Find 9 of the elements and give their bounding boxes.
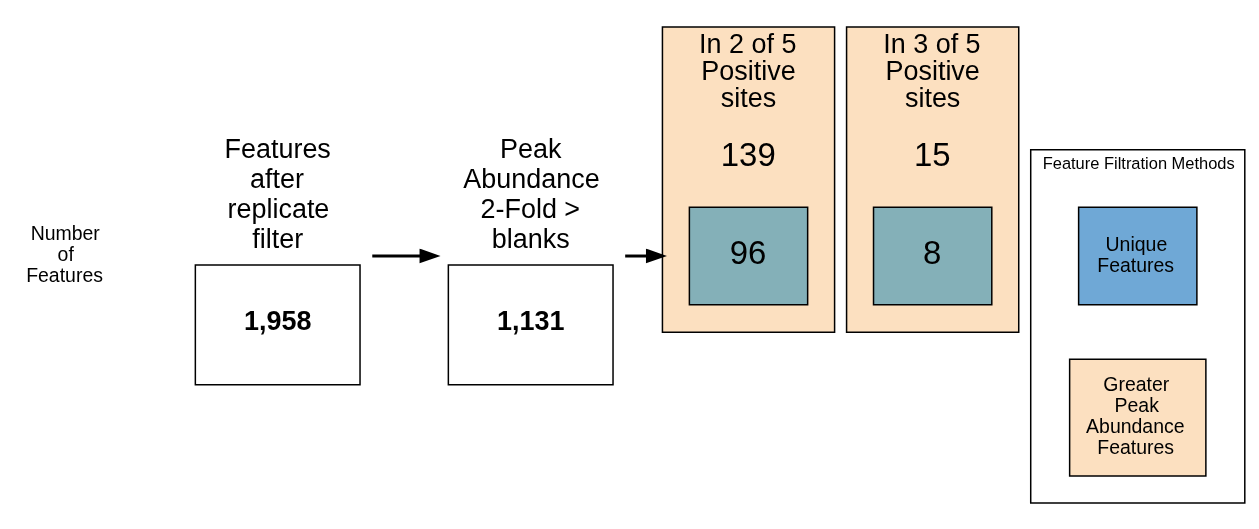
- node-box: 96: [688, 206, 809, 305]
- node-box: Greater Peak Abundance Features: [1068, 358, 1207, 477]
- label: Number of Features: [26, 221, 103, 286]
- node-box: 8: [872, 206, 993, 305]
- arrow: [372, 248, 441, 263]
- arrow: [625, 248, 667, 263]
- node-box: Unique Features: [1077, 206, 1198, 305]
- node-label: Features after replicate filter: [224, 133, 331, 254]
- node-label: Peak Abundance 2-Fold > blanks: [463, 133, 600, 254]
